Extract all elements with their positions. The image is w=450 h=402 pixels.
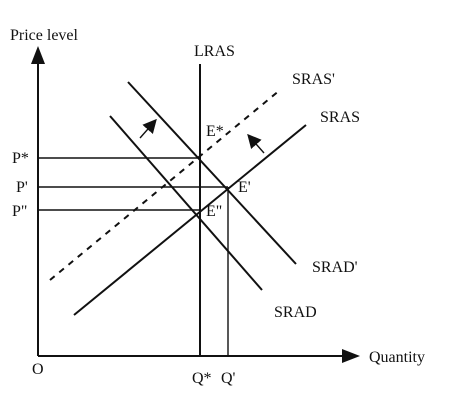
sras-shifted-label: SRAS' bbox=[292, 71, 335, 88]
y-axis-label: Price level bbox=[10, 27, 79, 44]
p-prime-label: P' bbox=[16, 179, 28, 196]
y-axis-arrow bbox=[31, 46, 45, 64]
srad-line bbox=[109, 115, 263, 291]
srad-shift-arrow-icon bbox=[139, 118, 157, 139]
x-axis-label: Quantity bbox=[369, 349, 425, 366]
e-prime-label: E' bbox=[238, 179, 251, 196]
srad-shifted-label: SRAD' bbox=[312, 259, 358, 276]
sras-line bbox=[73, 124, 307, 316]
e-star-label: E* bbox=[206, 123, 224, 140]
srad-label: SRAD bbox=[274, 304, 317, 321]
p-double-label: P" bbox=[12, 203, 27, 220]
origin-label: O bbox=[32, 361, 44, 378]
lras-label: LRAS bbox=[194, 43, 235, 60]
e-double-label: E" bbox=[206, 203, 222, 220]
sras-label: SRAS bbox=[320, 109, 360, 126]
srad-shifted-line bbox=[127, 81, 297, 265]
q-star-label: Q* bbox=[192, 370, 212, 387]
p-star-label: P* bbox=[12, 150, 29, 167]
q-prime-label: Q' bbox=[221, 370, 236, 387]
sras-shift-arrow-icon bbox=[247, 133, 265, 154]
x-axis-arrow bbox=[342, 349, 360, 363]
sras-shifted-line bbox=[49, 89, 281, 281]
